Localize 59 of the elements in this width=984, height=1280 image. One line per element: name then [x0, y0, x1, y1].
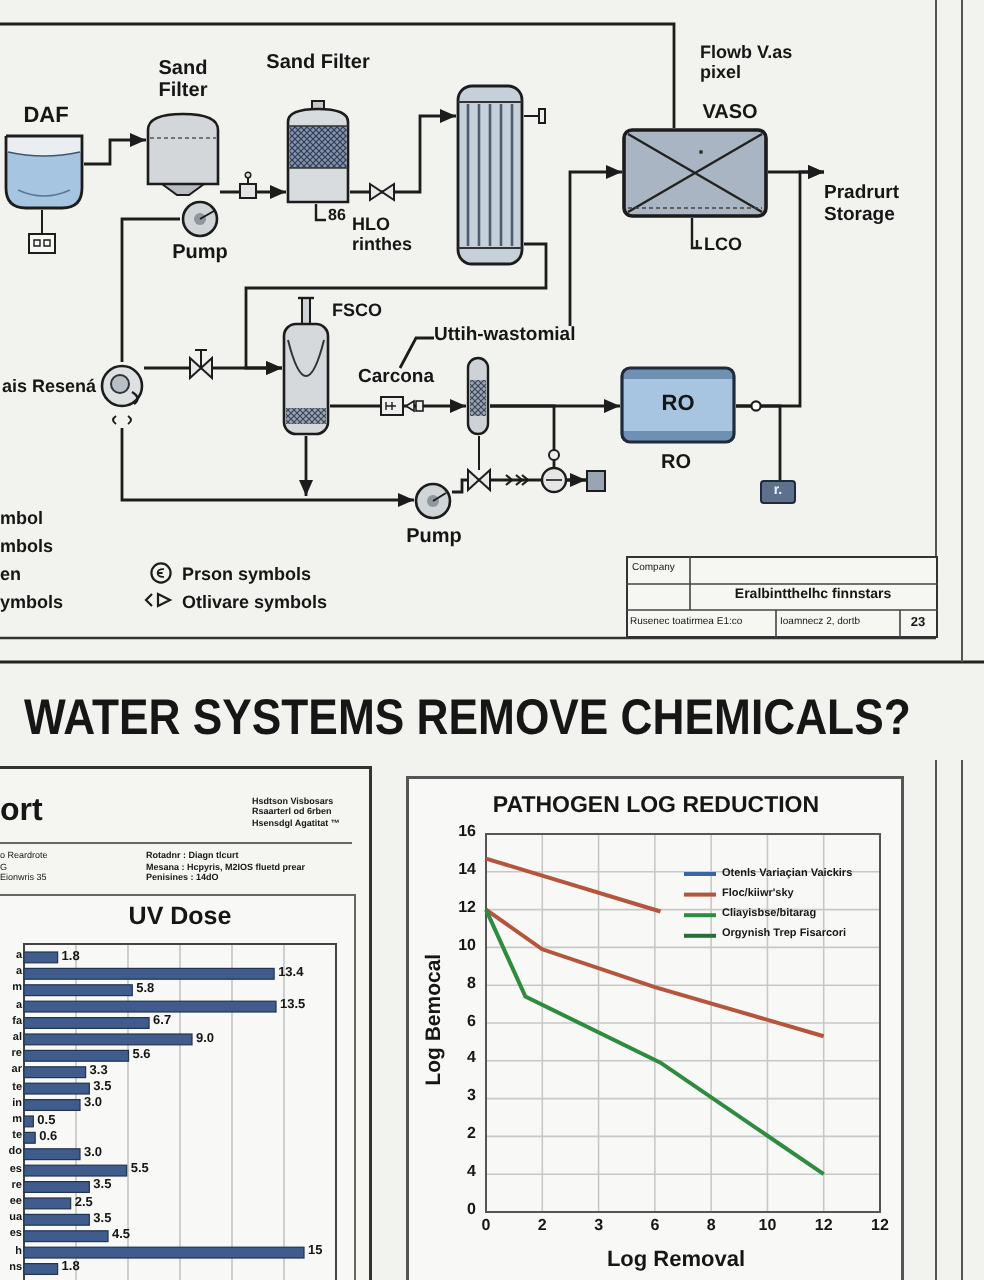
pipe-line — [0, 22, 676, 128]
node-label: Sand Filter — [264, 52, 372, 75]
text-fragment: ymbols — [0, 592, 66, 613]
part-label: HLO rinthes — [352, 214, 415, 255]
tick-label: 12 — [456, 899, 476, 918]
axis-title: Log Removal — [604, 1248, 748, 1273]
tick-label: 0 — [479, 1218, 493, 1236]
chart-title: PATHOGEN LOG REDUCTION — [490, 794, 822, 820]
axis-number: 0 — [465, 1202, 476, 1220]
tick-label: 10 — [456, 937, 476, 956]
text-fragment: mbols — [0, 536, 56, 557]
flow-arrow — [120, 428, 414, 507]
axis-number: 2 — [465, 1126, 476, 1145]
axis-number: 3 — [465, 1088, 476, 1107]
pipe-line — [490, 404, 586, 482]
axis-number: 3 — [592, 1218, 606, 1236]
tick-label: 12 — [812, 1218, 835, 1236]
tick-label: 16 — [456, 824, 476, 842]
node-label: Pradrurt Storage — [824, 184, 901, 227]
side-label: FSCO — [332, 300, 385, 321]
node-label: ais Resená — [0, 376, 96, 397]
panel-heading: ort — [0, 794, 45, 830]
side-label: LCO — [704, 234, 744, 255]
axis-number: 4 — [465, 1164, 476, 1183]
leader-line — [398, 336, 434, 369]
page-title: WATER SYSTEMS REMOVE CHEMICALS? — [24, 694, 911, 744]
legend-label: Prson symbols — [182, 563, 314, 584]
chart-title: UV Dose — [126, 902, 234, 930]
node-label: Uttih-wastomial — [434, 326, 578, 348]
side-label: 86 — [328, 208, 348, 226]
flow-arrow — [330, 399, 466, 413]
node-label: Pump — [404, 526, 464, 549]
text-fragment: mbol — [0, 508, 45, 529]
node-label: Pump — [170, 242, 230, 265]
flow-arrow — [220, 185, 286, 199]
side-label: RO — [659, 452, 693, 475]
node-label: Carcona — [358, 368, 437, 390]
tick-label: 10 — [756, 1218, 779, 1236]
tick-label: 8 — [704, 1218, 718, 1236]
flow-arrow — [452, 473, 586, 494]
node-label: DAF — [21, 104, 71, 129]
flow-arrow — [144, 361, 282, 375]
tick-label: 14 — [456, 861, 476, 880]
node-label: VASO — [700, 102, 760, 125]
flow-arrow — [568, 165, 622, 326]
pipe-line — [120, 217, 180, 362]
legend-label: Otlivare symbols — [182, 591, 330, 612]
side-label: Flowb V.as pixel — [700, 42, 795, 83]
tick-label: 2 — [535, 1218, 549, 1236]
node-label: RO — [659, 392, 697, 417]
flow-arrow — [84, 133, 146, 166]
axis-title: Log Bemocal — [424, 951, 448, 1090]
node-label: Sand Filter — [156, 58, 210, 103]
flow-arrow — [350, 109, 456, 194]
pipe-line — [736, 404, 782, 480]
tick-label: 6 — [648, 1218, 662, 1236]
flow-arrow — [299, 436, 313, 496]
axis-number: 12 — [869, 1218, 891, 1236]
text-fragment: en — [0, 564, 24, 585]
